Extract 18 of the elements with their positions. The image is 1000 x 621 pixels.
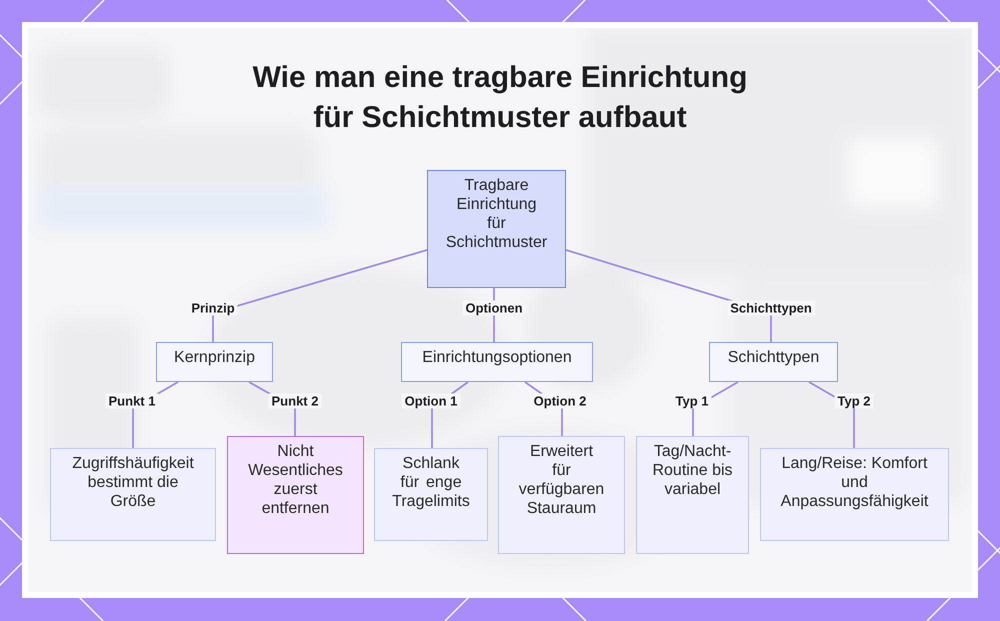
highlighted-detail-box: Nicht Wesentliches zuerst entfernen: [227, 436, 364, 554]
edge-label: Typ 2: [834, 394, 874, 408]
edge-label: Typ 1: [672, 394, 712, 408]
diagram-title: Wie man eine tragbare Einrichtung für Schichtmuster aufbaut: [252, 60, 748, 136]
edge-label: Schichttypen: [727, 300, 815, 316]
detail-box: Tag/Nacht-Routine bis variabel: [636, 436, 749, 554]
edge-label: Option 1: [402, 394, 460, 408]
category-box: Einrichtungsoptionen: [401, 342, 593, 382]
edge-label: Punkt 2: [268, 394, 322, 408]
detail-box: Erweitert für verfügbaren Stauraum: [498, 436, 625, 554]
topic-box: Tragbare Einrichtung für Schichtmuster: [427, 170, 566, 288]
detail-box: Schlank für enge Tragelimits: [374, 448, 488, 541]
category-box: Kernprinzip: [156, 342, 273, 382]
category-box: Schichttypen: [709, 342, 838, 382]
connector-line: [212, 249, 428, 342]
detail-box: Zugriffshäufigkeit bestimmt die Größe: [50, 448, 216, 541]
detail-box: Lang/Reise: Komfort und Anpassungsfähigkeit: [760, 448, 949, 541]
edge-label: Punkt 1: [106, 394, 158, 408]
